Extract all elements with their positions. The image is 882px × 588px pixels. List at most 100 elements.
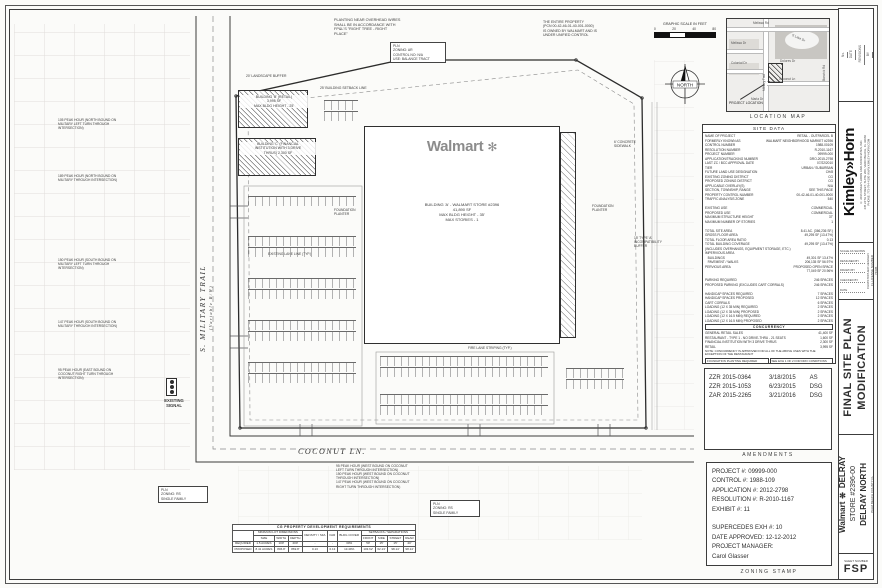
site-data-label: HANDICAP SPACES PROPOSED [705,296,754,300]
north-arrow-icon: NORTH [665,64,705,104]
site-data-label: FINANCIAL INSTITUTION WITH 3 DRIVE THRUS [705,340,777,344]
site-data-label: NAME OF PROJECT [705,134,736,138]
parking-stall-row [248,331,356,341]
site-data-label: TOTAL SITE AREA [705,228,733,233]
revision-strip-column: No. [839,51,848,59]
site-data-label: TRAFFIC ANALYSIS ZONE [705,197,745,201]
walmart-building [364,126,560,344]
site-data-label: IMPERVIOUS AREA [705,251,735,255]
dev-table-cell: 869.8' [287,546,303,553]
plan-annotation: 105 PEAK HOUR (NORTH BOUND ON MILITARY L… [58,118,117,131]
revision-strip-label: DATE [849,49,854,59]
admin-row: DRAWN BY [840,268,866,274]
zoning-stamp-line: EXHIBIT #: 11 [712,506,750,513]
parking-stall-row [324,100,358,110]
site-data-label: MAXIMUM NUMBER OF STORIES [705,219,756,224]
sheet-title: FINAL SITE PLAN MODIFICATION [842,317,868,417]
parking-stall-row [248,247,356,257]
plan-annotation: PLN ZONING: RS SINGLE FAMILY [158,486,208,503]
plan-annotation: 6' CONCRETE SIDEWALK [614,140,636,149]
amendment-by: DSG [809,393,823,399]
site-data-label: PARKING REQUIRED [705,278,737,282]
zoning-stamp-line: PROJECT #: 09999-000 [712,469,777,475]
zoning-stamp-line: RESOLUTION #: R-2010-1167 [712,497,794,504]
site-data-value: 49,295 SF (13.47%) [804,242,833,246]
plan-annotation: FOUNDATION PLANTER [334,208,356,217]
scale-tick: 20 [672,27,676,31]
plan-annotation: EXISTING SIGNAL [164,398,184,409]
site-data-value: RETAIL - OUTPARCEL B [797,134,833,138]
walmart-logo: Walmart✻ [404,138,520,155]
amendment-date: 6/23/2015 [768,384,796,390]
parking-stall-row [566,379,624,389]
dev-table-cell: 0.13 [327,546,338,553]
site-data-note-box: SEE EXH 1 OF 2 FOR DRO CONDITIONS OF APP… [769,357,833,363]
amendment-code: ZZR 2015-1053 [709,384,752,390]
site-data-value: URBAN / SUBURBAN [801,165,833,170]
map-street-label: Melissa Dr [731,41,747,45]
parking-stall-row [248,236,356,246]
site-data-label: LAST ZC / BCC APPROVAL DATE [705,161,755,165]
plan-annotation: S. MILITARY TRAIL [198,264,207,352]
site-data-value: 206,135 SF 56.97% [804,260,833,264]
site-data-note-boxes: FOUNDATION PLANTING REQUIRED ALONG A MIN… [705,357,833,363]
scale-tick: 40 [692,27,696,31]
parking-stall-row [248,278,356,288]
site-data-label: HANDICAP SPACES REQUIRED [705,291,753,296]
site-data-label: LOADING (12 X 16.5 MIN) REQUIRED [705,314,761,318]
site-data-value: 00-42-46-01-40-001-0000 [796,192,833,197]
plan-annotation: FIRE LANE STRIPING (TYP.) [468,346,512,350]
site-data-label: PROPOSED USE [705,210,731,215]
site-data-value: 246 SPACES [814,282,833,287]
site-data-value: CG [828,174,833,179]
sheet-number-label: SHEET NUMBER [844,558,868,563]
site-data-value: 246 SPACES [814,278,833,282]
admin-row: CHECKED BY [840,278,866,284]
residential-grid-east [654,60,694,430]
amendment-code: ZAR 2015-2265 [709,393,752,399]
site-data-note: NOTE: CONCURRENCY IS APPROVED FOR ALL OF… [705,349,816,357]
site-data-title: SITE DATA [703,125,835,133]
plan-annotation: 20' LANDSCAPE BUFFER [246,74,287,78]
county-label: PALM BEACH COUNTY FL [870,475,875,513]
plan-annotation: PLN ZONING: AR CONTROL NO: N/A USE: BALA… [390,42,446,63]
site-data-value: SEE THIS PAGE [809,188,833,192]
site-data-label: LOADING (12 X 35 MIN) PROPOSED [705,309,760,314]
site-data-label: MAXIMUM STRUCTURE HEIGHT [705,215,754,219]
walmart-logo-text: Walmart [426,138,484,155]
site-data-label: BUILDINGS [705,255,725,260]
plan-annotation: PLANTING NEAR OVERHEAD WIRES SHALL BE IN… [334,18,401,37]
plan-annotation: COCONUT LN. [298,447,366,456]
map-street-label: Barwick Rd [822,64,826,81]
map-road [727,49,763,54]
site-data-value: 2 SPACES [817,318,833,323]
map-road [727,69,763,74]
plan-annotation: 147 PEAK HOUR (SOUTH BOUND ON MILITARY T… [58,320,117,329]
location-map-caption: LOCATION MAP [749,114,807,120]
admin-row: DESIGNED BY [840,259,866,264]
map-project-parcel [768,63,783,83]
zoning-stamp-line: PROJECT MANAGER: [712,544,774,551]
amendment-by: DSG [809,384,823,390]
revision-strip-label: No. [840,51,845,57]
parking-stall-row [248,362,356,372]
map-road [727,27,829,32]
site-data-label: TOTAL FLOOR AREA RATIO [705,237,747,242]
client-block: Walmart ✻ DELRAY STORE #2396-00 DELRAY N… [838,435,875,554]
site-data-value: PROPOSED OPEN SPACE [793,264,833,269]
dev-table-cell: 806.8' [273,546,289,553]
